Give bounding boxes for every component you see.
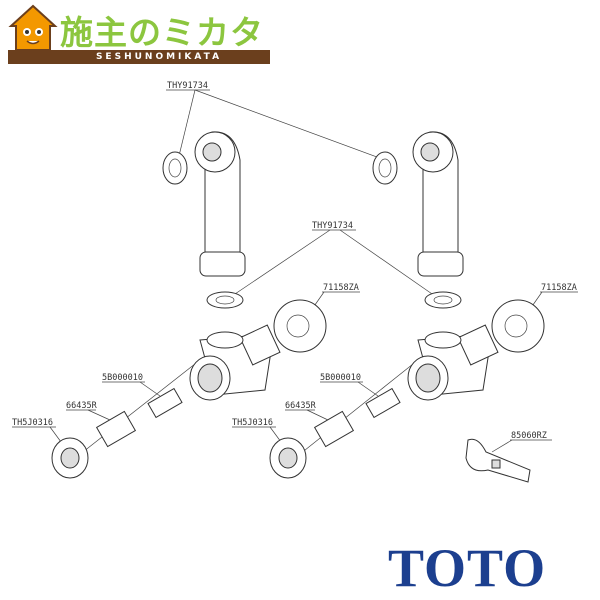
elbow-nut	[417, 251, 464, 277]
logo-title: 施主のミカタ	[60, 13, 264, 52]
flange	[273, 299, 327, 353]
assembly-right	[269, 131, 545, 479]
logo-bar	[8, 50, 270, 64]
label-flange-right: 71158ZA	[541, 283, 577, 293]
handle-key	[465, 438, 531, 483]
washer-top	[162, 151, 188, 185]
leader-lines	[12, 89, 578, 471]
washer-top	[372, 151, 398, 185]
site-logo[interactable]: 施主のミカタ SESHUNOMIKATA	[8, 4, 278, 66]
elbow-nut	[199, 251, 246, 277]
logo-subtitle: SESHUNOMIKATA	[95, 52, 223, 62]
washer-mid	[206, 291, 244, 309]
label-cartridge-left: 5B000010	[102, 373, 143, 383]
label-key: 85060RZ	[511, 431, 547, 441]
label-washer-mid: THY91734	[312, 221, 353, 231]
washer-mid	[424, 291, 462, 309]
sleeve	[95, 410, 137, 448]
toto-logo: TOTO	[388, 538, 547, 598]
label-cartridge-right: 5B000010	[320, 373, 361, 383]
label-cap-right: TH5J0316	[232, 418, 273, 428]
assembly-left	[51, 131, 327, 479]
cartridge	[365, 387, 401, 419]
cartridge	[147, 387, 183, 419]
label-cap-left: TH5J0316	[12, 418, 53, 428]
label-sleeve-left: 66435R	[66, 401, 98, 411]
flange	[491, 299, 545, 353]
sleeve	[313, 410, 355, 448]
label-sleeve-right: 66435R	[285, 401, 317, 411]
label-washer-top: THY91734	[167, 81, 208, 91]
label-flange-left: 71158ZA	[323, 283, 359, 293]
